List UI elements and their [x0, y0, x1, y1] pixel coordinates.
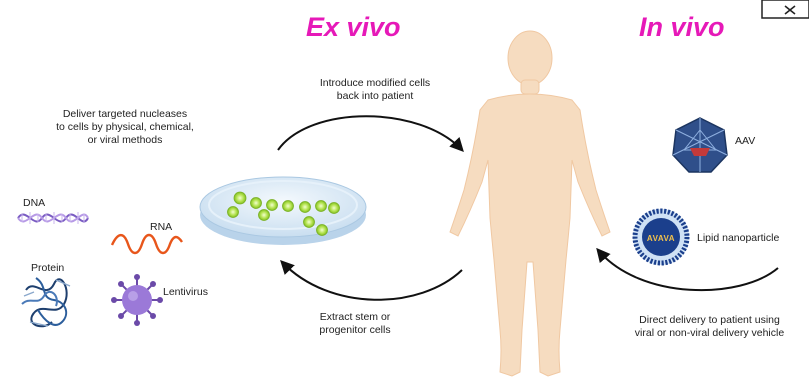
protein-label: Protein [31, 262, 64, 274]
direct-delivery-text: Direct delivery to patient using viral o… [610, 314, 809, 340]
corner-box [762, 0, 809, 18]
lentivirus-label: Lentivirus [163, 286, 208, 298]
deliver-text-line-3: or viral methods [30, 134, 220, 147]
rna-label: RNA [150, 221, 172, 233]
protein-icon [22, 278, 70, 326]
deliver-text-line-2: to cells by physical, chemical, [30, 121, 220, 134]
extract-cells-text: Extract stem or progenitor cells [300, 311, 410, 337]
aav-label: AAV [735, 135, 755, 147]
dna-label: DNA [23, 197, 45, 209]
direct-text-line-2: viral or non-viral delivery vehicle [610, 327, 809, 340]
extract-text-line-1: Extract stem or [300, 311, 410, 324]
aav-icon [673, 118, 727, 172]
lnp-inner-text: AVAVA [647, 234, 675, 243]
ex-vivo-title: Ex vivo [306, 12, 401, 42]
direct-delivery-arrow [598, 250, 778, 290]
rna-icon [112, 235, 182, 253]
in-vivo-title: In vivo [639, 12, 725, 42]
lipid-nanoparticle-icon: AVAVA [633, 209, 689, 265]
human-figure [450, 31, 610, 376]
deliver-nucleases-text: Deliver targeted nucleases to cells by p… [30, 108, 220, 147]
lentivirus-icon [111, 274, 163, 326]
lipid-nanoparticle-label: Lipid nanoparticle [697, 232, 779, 244]
petri-dish [200, 177, 366, 245]
introduce-text-line-1: Introduce modified cells [300, 77, 450, 90]
introduce-cells-text: Introduce modified cells back into patie… [300, 77, 450, 103]
introduce-text-line-2: back into patient [300, 90, 450, 103]
dna-icon [18, 212, 88, 224]
extract-text-line-2: progenitor cells [300, 324, 410, 337]
deliver-text-line-1: Deliver targeted nucleases [30, 108, 220, 121]
introduce-arrow [278, 116, 462, 150]
extract-arrow [282, 262, 462, 300]
direct-text-line-1: Direct delivery to patient using [610, 314, 809, 327]
